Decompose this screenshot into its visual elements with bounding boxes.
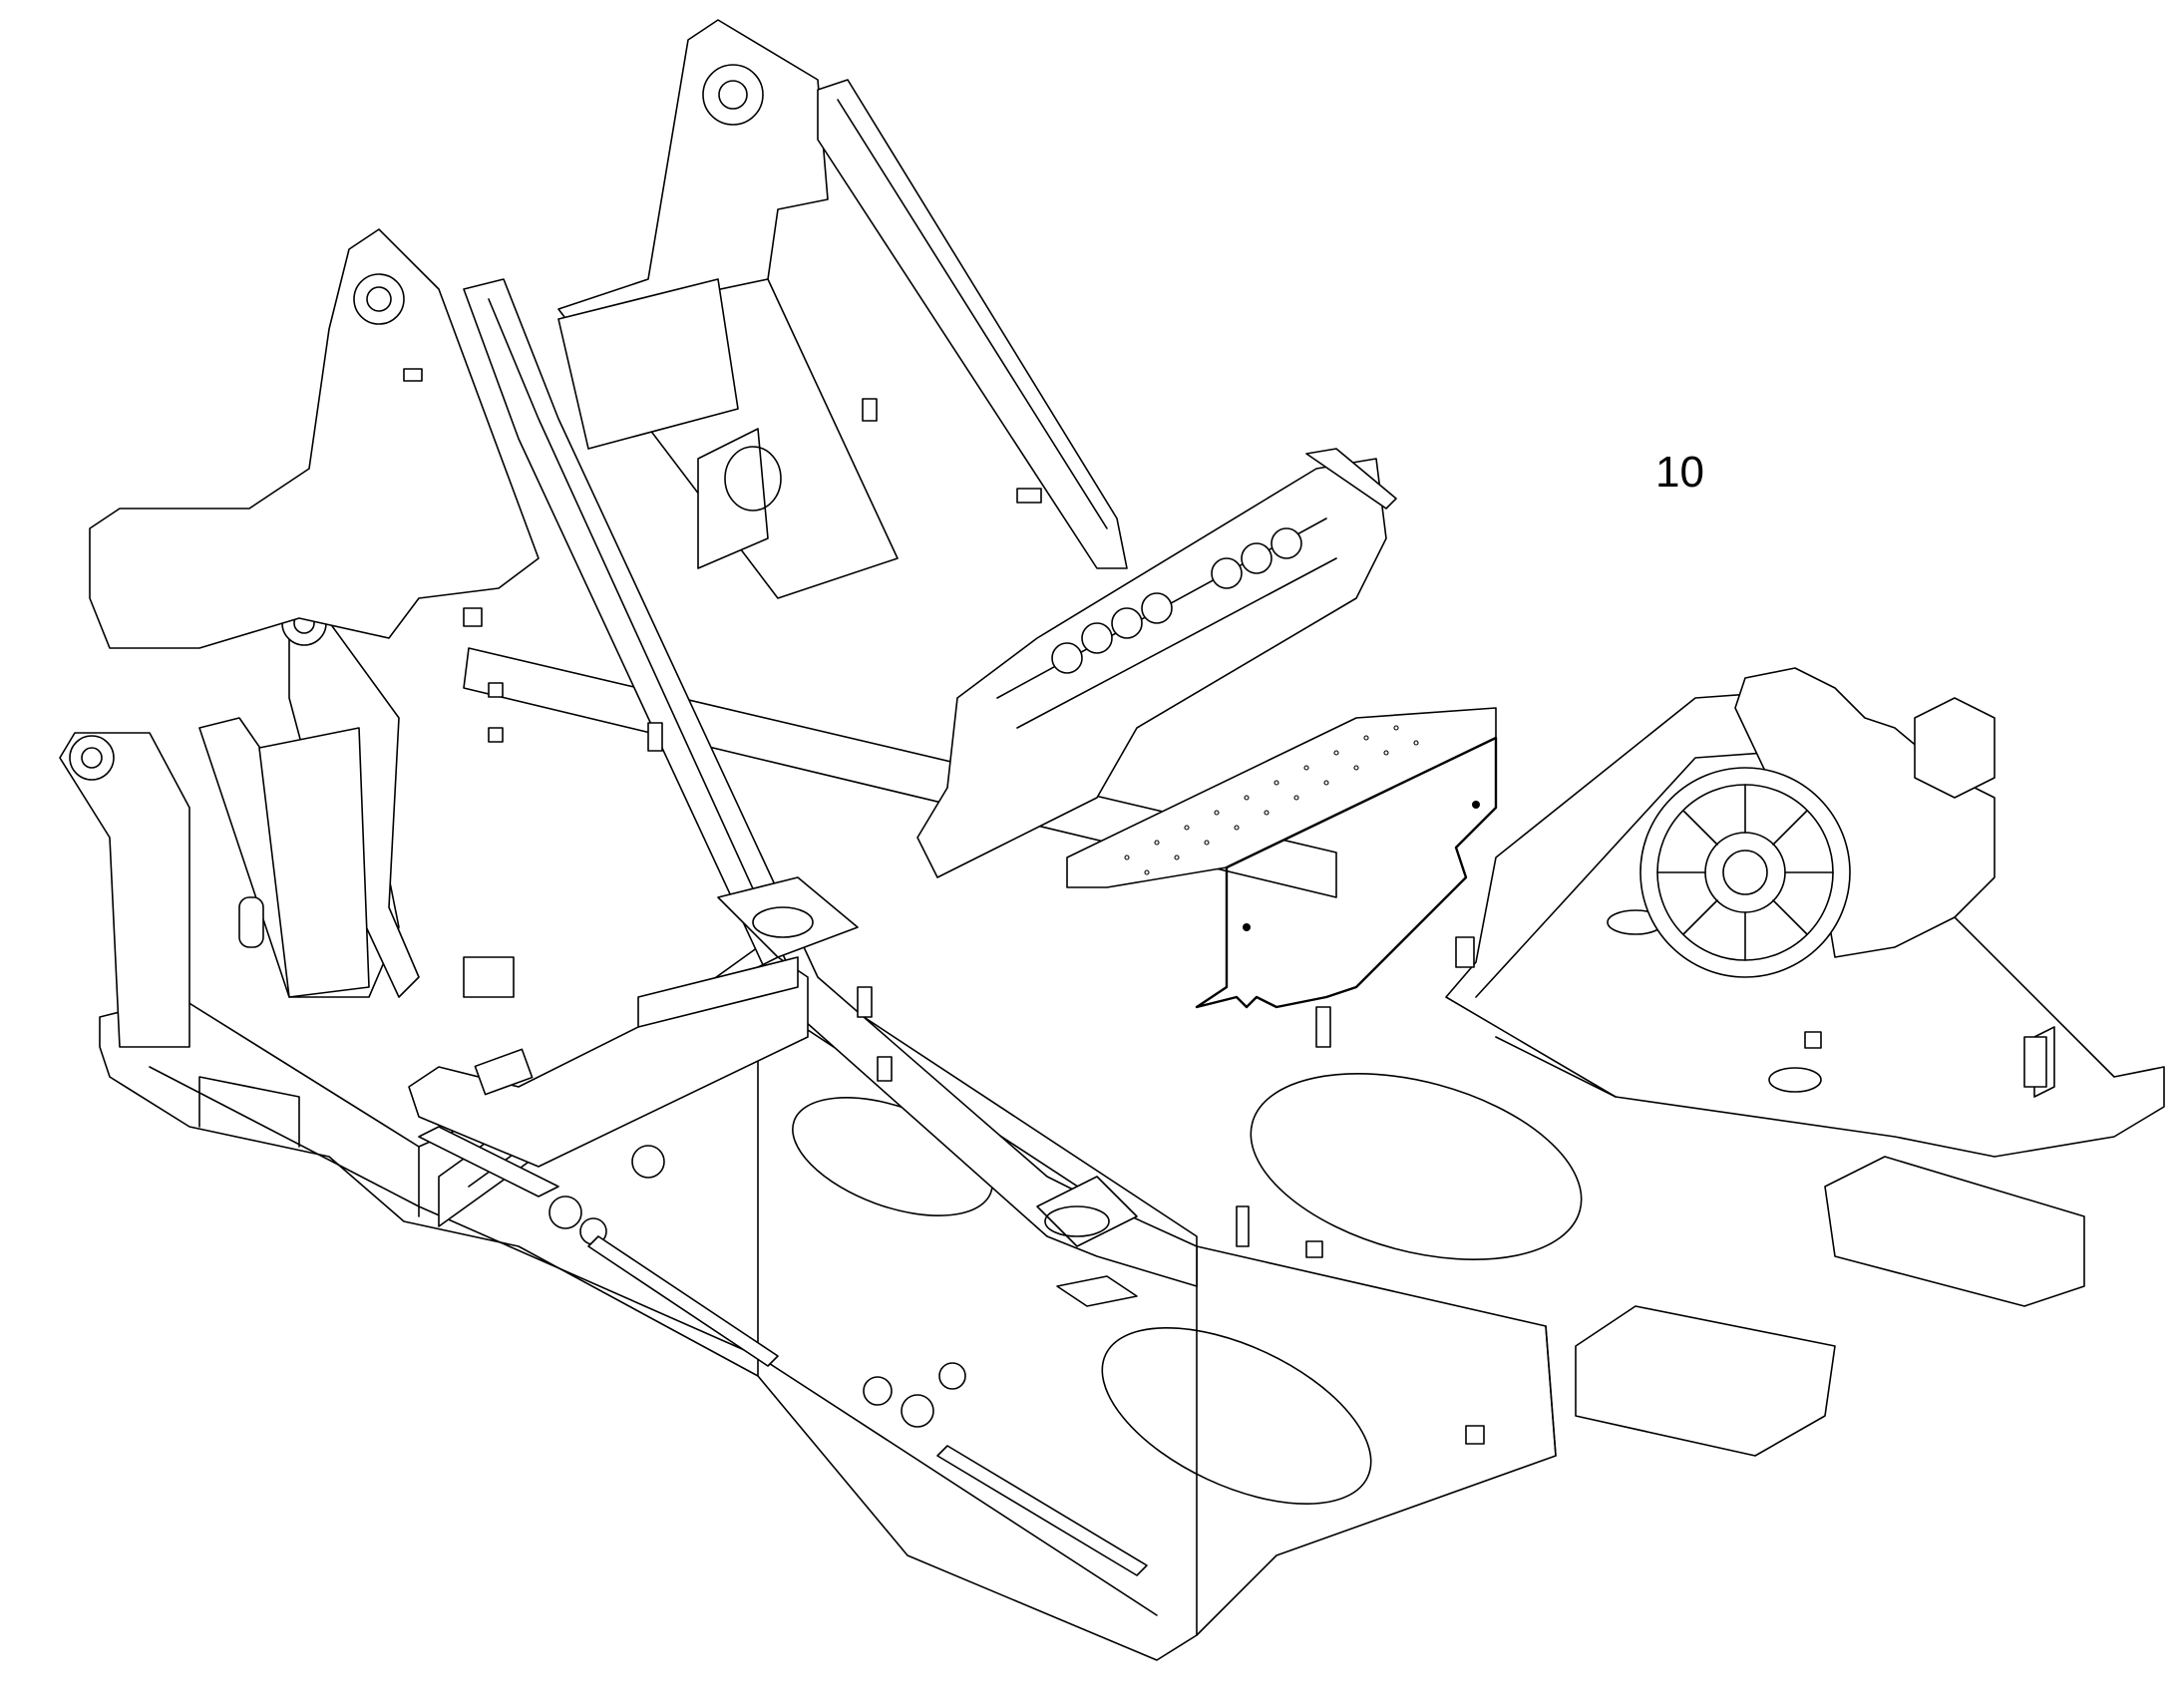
motor-pump-assembly: [1639, 667, 1996, 978]
cross-members: [418, 278, 782, 1197]
slotted-beams: [637, 876, 1138, 1247]
valve-manifold: [916, 448, 1397, 878]
left-boom-supports: [59, 557, 420, 1048]
reference-number-label: 10: [1655, 448, 1704, 497]
floor-openings: [548, 1073, 1583, 1506]
boom-bracket-rear: [557, 19, 899, 599]
lower-frame-base: [99, 996, 1557, 1661]
perforated-plate: [1066, 707, 1498, 1009]
boom-bracket-left: [89, 228, 540, 649]
fittings: [403, 368, 2047, 1445]
diagonal-arm-rear: [817, 79, 1128, 569]
plate-holes: [1124, 725, 1419, 875]
